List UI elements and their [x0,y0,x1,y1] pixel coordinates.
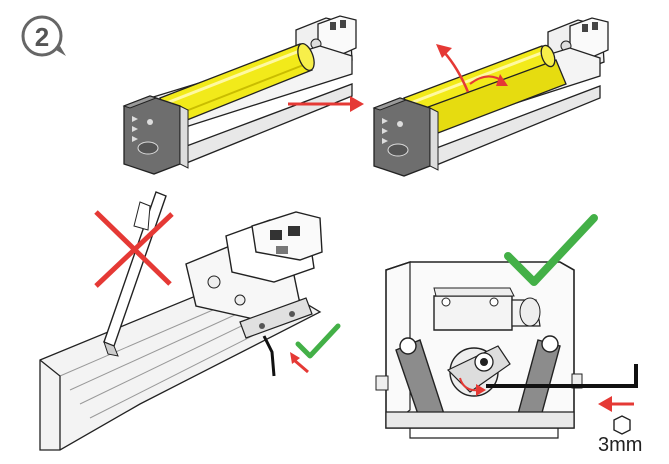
screwdriver-icon [103,191,167,357]
motor-housing-bottom [185,211,323,321]
rail-closeup [39,191,341,451]
yellow-tube-right [403,44,567,137]
hex-key-icon [613,415,631,435]
arrow-left-icon [598,396,634,412]
check-icon-large [504,214,598,286]
upper-bracket [433,287,541,331]
cross-icon [94,210,174,288]
bracket-closeup [375,214,638,439]
arrow-small-icon [290,352,309,374]
roller-unit-after [372,17,609,177]
rotate-arrow-icon [436,44,508,93]
hex-key-small [262,335,276,377]
end-plate-left [122,95,189,175]
arrow-right-icon [288,96,364,112]
step-number: 2 [34,22,50,52]
roller-unit-before [122,15,357,175]
check-icon-small [295,323,341,359]
end-plate-right [372,97,439,177]
wrench-size-label: 3mm [598,434,643,456]
step-badge-icon [21,15,66,57]
hex-key-long [486,364,638,388]
